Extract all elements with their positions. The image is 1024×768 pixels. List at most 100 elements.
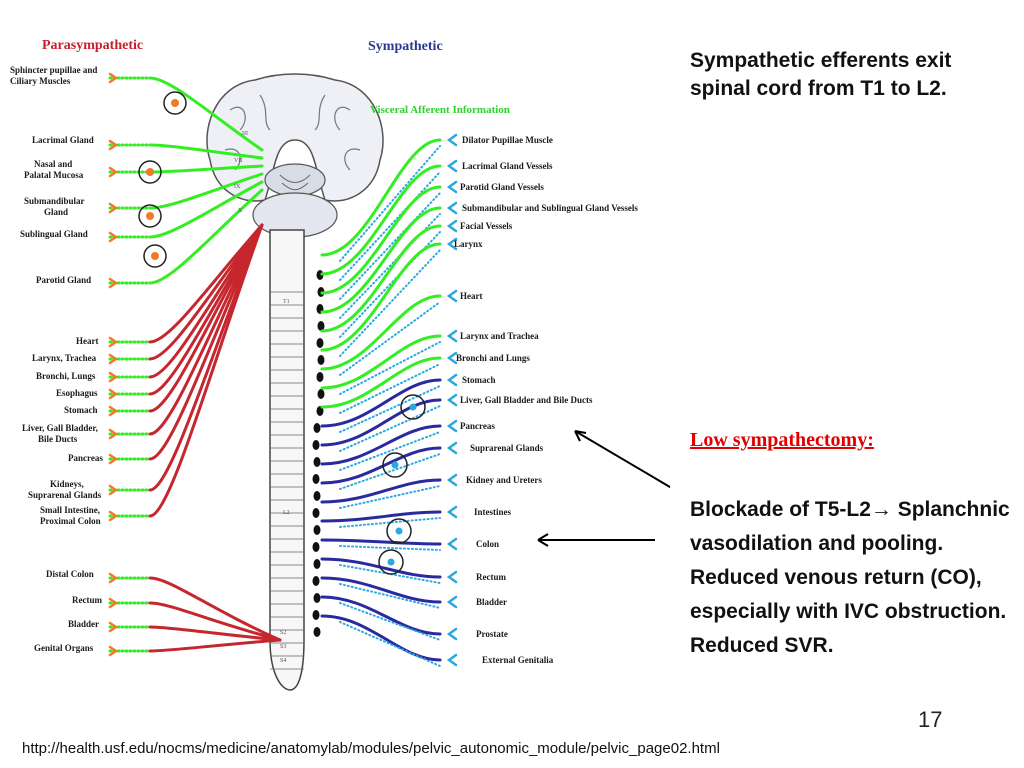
- orange-target-arrow: [108, 139, 119, 151]
- chain-ganglion: [313, 423, 321, 433]
- symp-label-dilator: Dilator Pupillae Muscle: [462, 135, 553, 145]
- para-label-submandibular: Submandibular: [24, 196, 85, 206]
- afferent-dotted-fiber: [339, 621, 441, 667]
- cyan-target-arrow: [446, 441, 458, 455]
- cyan-target-arrow: [446, 373, 458, 387]
- chain-ganglion: [312, 474, 320, 484]
- ganglion-core: [171, 99, 179, 107]
- sympathetic-fiber: [320, 185, 442, 295]
- sympathetic-fiber: [320, 424, 442, 466]
- symp-label-bladder: Bladder: [476, 597, 507, 607]
- para-label-rectum: Rectum: [72, 595, 102, 605]
- cranial-label-x: X: [238, 208, 243, 214]
- para-label-heart: Heart: [76, 336, 99, 346]
- chain-ganglion: [313, 593, 321, 603]
- parasympathetic-fiber: [148, 223, 264, 413]
- para-label-esophagus: Esophagus: [56, 388, 98, 398]
- arrowhead-colon: [537, 533, 549, 547]
- parasympathetic-labels: Sphincter pupillae and Ciliary Muscles L…: [10, 65, 103, 653]
- sympathetic-fiber: [320, 164, 442, 276]
- parasympathetic-fiber: [148, 625, 282, 642]
- parasympathetic-fiber: [148, 638, 282, 653]
- symp-label-pancreas: Pancreas: [460, 421, 495, 431]
- symp-label-larynx: Larynx: [454, 239, 483, 249]
- parasympathetic-fibers: [108, 72, 282, 657]
- cyan-target-arrow: [446, 180, 458, 194]
- sympathetic-fiber: [320, 446, 442, 485]
- cyan-target-arrow: [446, 289, 458, 303]
- sympathetic-chain: [312, 270, 325, 637]
- afferent-dotted-fiber: [339, 583, 441, 609]
- parasympathetic-fiber: [148, 188, 264, 285]
- para-label-parotid: Parotid Gland: [36, 275, 91, 285]
- autonomic-diagram: T1 L2 S2 S3 S4 III VII IX X Parasympathe…: [10, 38, 670, 691]
- afferent-dotted-fiber: [339, 192, 441, 300]
- arrowhead-suprarenal: [574, 430, 587, 442]
- orange-target-arrow: [108, 572, 119, 584]
- para-label-bronchi: Bronchi, Lungs: [36, 371, 96, 381]
- parasympathetic-fiber: [148, 223, 264, 436]
- orange-target-arrow: [108, 597, 119, 609]
- orange-target-arrow: [108, 371, 119, 383]
- orange-target-arrow: [108, 428, 119, 440]
- orange-target-arrow: [108, 277, 119, 289]
- afferent-dotted-fiber: [339, 453, 441, 490]
- sacral-label-s3: S3: [280, 644, 286, 650]
- cyan-target-arrow: [446, 505, 458, 519]
- afferent-dotted-fiber: [339, 171, 441, 281]
- orange-target-arrow: [108, 388, 119, 400]
- cyan-target-arrow: [446, 351, 458, 365]
- para-label-genital: Genital Organs: [34, 643, 94, 653]
- ganglion-core: [391, 461, 399, 469]
- chain-ganglion: [312, 440, 320, 450]
- sympathetic-fiber: [320, 614, 442, 662]
- parasympathetic-ganglion: [163, 91, 187, 115]
- symp-label-intestines: Intestines: [474, 507, 511, 517]
- parasympathetic-ganglion: [138, 160, 162, 184]
- sympathetic-fibers: [320, 133, 458, 667]
- parasympathetic-fiber: [148, 164, 264, 174]
- parasympathetic-fiber: [148, 576, 282, 642]
- low-sympathectomy-heading: Low sympathectomy:: [690, 429, 874, 451]
- afferent-dotted-fiber: [339, 341, 441, 395]
- orange-target-arrow: [108, 453, 119, 465]
- source-url[interactable]: http://health.usf.edu/nocms/medicine/ana…: [22, 740, 720, 757]
- cyan-target-arrow: [446, 627, 458, 641]
- orange-target-arrow: [108, 166, 119, 178]
- parasympathetic-title: Parasympathetic: [42, 38, 143, 53]
- sympathetic-fiber: [320, 294, 442, 371]
- para-label-liver: Liver, Gall Bladder,: [22, 423, 98, 433]
- afferent-dotted-fiber: [339, 385, 441, 433]
- para-label-lacrimal: Lacrimal Gland: [32, 135, 94, 145]
- parasympathetic-fiber: [148, 143, 264, 160]
- sacral-label-s2: S2: [280, 630, 286, 636]
- cyan-target-arrow: [446, 219, 458, 233]
- parasympathetic-fiber: [148, 223, 264, 344]
- para-label-larynx: Larynx, Trachea: [32, 353, 97, 363]
- symp-label-facial-vessels: Facial Vessels: [460, 221, 513, 231]
- orange-target-arrow: [108, 645, 119, 657]
- spinal-cord: T1 L2 S2 S3 S4: [269, 229, 305, 691]
- symp-label-lacrimal-vessels: Lacrimal Gland Vessels: [462, 161, 553, 171]
- symp-label-larynx-trachea: Larynx and Trachea: [460, 331, 539, 341]
- symp-label-liver: Liver, Gall Bladder and Bile Ducts: [460, 395, 593, 405]
- ganglion-core: [151, 252, 159, 260]
- symp-label-stomach: Stomach: [462, 375, 496, 385]
- cyan-target-arrow: [446, 595, 458, 609]
- para-label-stomach: Stomach: [64, 405, 98, 415]
- sympathetic-fiber: [320, 595, 442, 636]
- parasympathetic-fiber: [148, 223, 264, 361]
- parasympathetic-ganglion: [143, 244, 167, 268]
- sympathetic-fiber: [320, 398, 442, 447]
- sympathetic-fiber: [320, 557, 442, 579]
- symp-label-genitalia: External Genitalia: [482, 655, 554, 665]
- chain-ganglion: [316, 372, 324, 382]
- sympathetic-labels: Dilator Pupillae Muscle Lacrimal Gland V…: [454, 135, 638, 665]
- sympathetic-ganglion: [382, 452, 408, 478]
- orange-target-arrow: [108, 202, 119, 214]
- para-label-suprarenal: Suprarenal Glands: [28, 490, 102, 500]
- afferent-dotted-fiber: [339, 249, 441, 357]
- sympathetic-fiber: [320, 138, 442, 257]
- para-label-gland: Gland: [44, 207, 68, 217]
- orange-target-arrow: [108, 231, 119, 243]
